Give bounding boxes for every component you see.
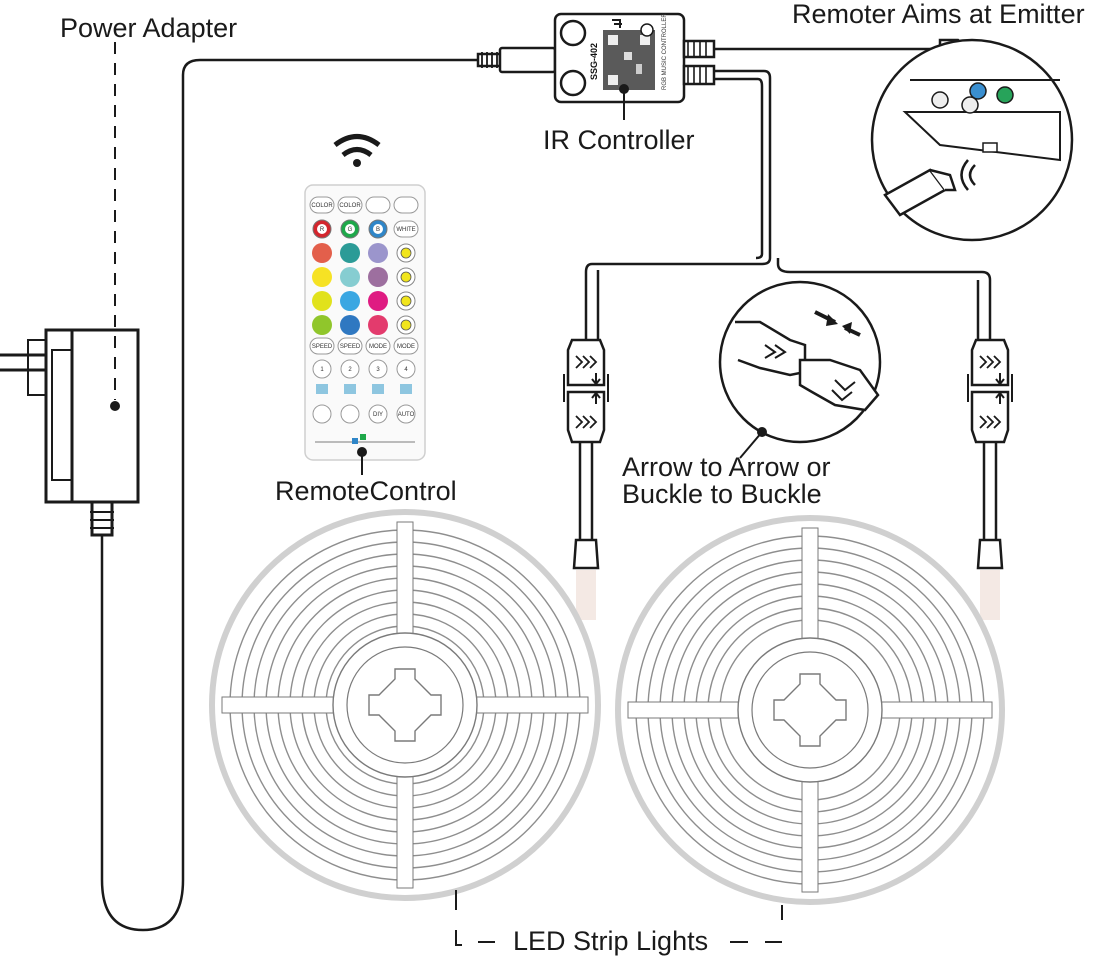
remote-button-label: COLOR xyxy=(339,203,361,209)
led-strip-label: LED Strip Lights xyxy=(513,926,708,956)
connector-zoom xyxy=(720,282,880,458)
remote-button xyxy=(394,197,418,213)
remote-rgb-label: G xyxy=(348,227,353,233)
music-note-icon xyxy=(316,384,328,394)
power-adapter-label: Power Adapter xyxy=(60,13,237,43)
connector-plug-bottom xyxy=(972,392,1008,442)
connector-label-line2: Buckle to Buckle xyxy=(622,479,822,509)
sun-icon xyxy=(401,296,411,306)
emitter-zoom xyxy=(872,40,1072,240)
remote-bottom-button xyxy=(313,405,331,423)
strip-end-plug xyxy=(574,540,598,568)
connector-label-line1: Arrow to Arrow or xyxy=(622,452,831,482)
connector-right xyxy=(968,340,1012,620)
controller-product: RGB MUSIC CONTROLLER xyxy=(662,13,668,90)
remote-bottom-label: AUTO xyxy=(398,412,415,418)
remote-rgb-label: R xyxy=(320,227,325,233)
adapter-dot xyxy=(110,401,120,411)
music-note-icon xyxy=(372,384,384,394)
remote-button xyxy=(366,197,390,213)
dc-plug xyxy=(478,48,555,72)
remote-color-swatch xyxy=(340,243,360,263)
sun-icon xyxy=(401,272,411,282)
remote-white-label: WHITE xyxy=(396,227,415,233)
led-reel-right xyxy=(618,518,1002,902)
remote-button-label: COLOR xyxy=(311,203,333,209)
connector-plug-bottom xyxy=(568,392,604,442)
remote-color-swatch xyxy=(340,315,360,335)
remote-color-swatch xyxy=(368,291,388,311)
music-note-icon xyxy=(344,384,356,394)
remote-color-swatch xyxy=(340,267,360,287)
sun-icon xyxy=(401,248,411,258)
remote-rgb-label: B xyxy=(376,227,380,233)
connector-left xyxy=(564,340,608,620)
remote-color-swatch xyxy=(340,291,360,311)
connector-wire xyxy=(984,442,996,540)
remote-control-label: RemoteControl xyxy=(275,476,457,506)
remote-button-label: MODE xyxy=(369,344,387,350)
connector-plug-top xyxy=(972,340,1008,385)
remote-button-label: SPEED xyxy=(312,344,333,350)
controller-model: SSG-402 xyxy=(589,43,599,80)
remote-bottom-button xyxy=(341,405,359,423)
remote-bottom-label: DIY xyxy=(373,412,383,418)
remote-color-swatch xyxy=(312,291,332,311)
connector-plug-top xyxy=(568,340,604,385)
ir-controller: SSG-402 RGB MUSIC CONTROLLER xyxy=(555,13,684,120)
connector-wire xyxy=(580,442,592,540)
remote-color-swatch xyxy=(368,243,388,263)
strip-end xyxy=(980,570,1000,620)
remote-color-swatch xyxy=(312,267,332,287)
remote-color-swatch xyxy=(312,315,332,335)
strip-end-plug xyxy=(978,540,1002,568)
remote-color-swatch xyxy=(368,267,388,287)
remote-color-swatch xyxy=(368,315,388,335)
music-note-icon xyxy=(400,384,412,394)
strip-end xyxy=(576,570,596,620)
led-reel-left xyxy=(212,512,598,898)
remote-button-label: MODE xyxy=(397,344,415,350)
remote-emitter-label: Remoter Aims at Emitter xyxy=(792,0,1085,29)
ir-controller-label: IR Controller xyxy=(543,125,695,155)
remote-button-label: SPEED xyxy=(340,344,361,350)
remote-color-swatch xyxy=(312,243,332,263)
sun-icon xyxy=(401,320,411,330)
